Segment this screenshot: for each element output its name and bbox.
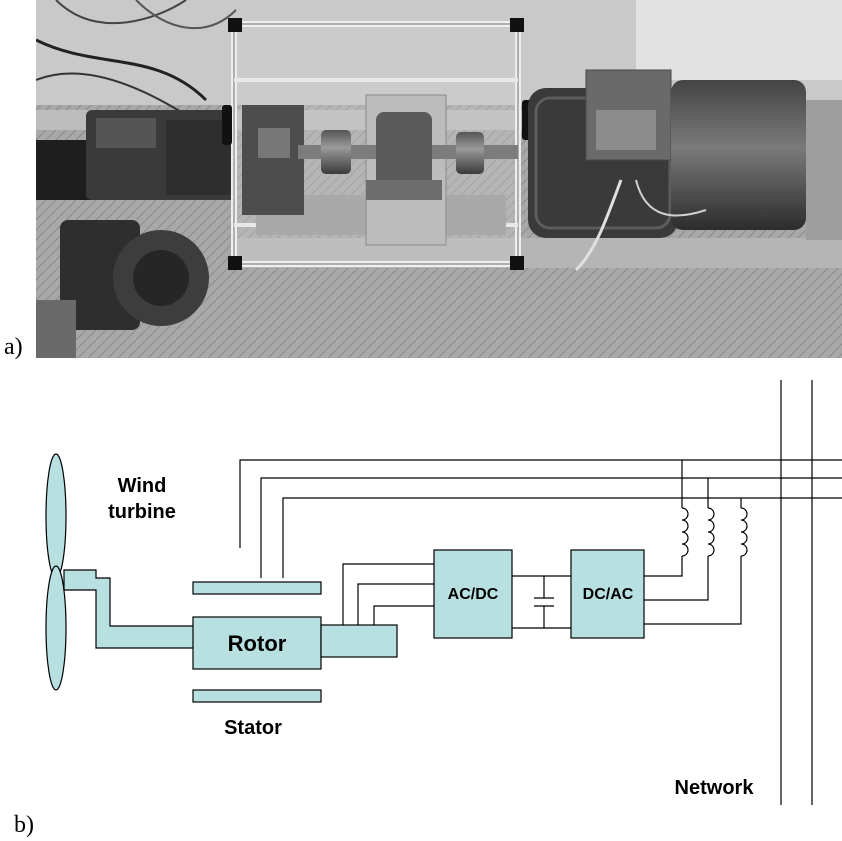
test-rig-photo [36,0,842,358]
panel-label-b: b) [14,812,34,838]
rotor-line-1 [342,563,434,625]
rotor-shaft [320,624,398,658]
drive-shaft [63,569,196,649]
stator-line-3 [282,497,842,578]
acdc-converter [433,549,513,639]
stator-bar-top [192,581,322,595]
dcac-converter [570,549,645,639]
stator-bar-bottom [192,689,322,703]
inductor-coil-2 [707,507,715,557]
stator-line-2 [260,477,842,578]
turbine-blade-top [45,453,67,579]
dcac-label: DC/AC [583,586,634,603]
rotor-block [192,616,322,670]
rotor-line-3 [373,605,434,625]
inductor-coil-1 [681,507,689,557]
rotor-label: Rotor [228,631,287,656]
wind-turbine-label-line1: Wind [118,475,167,497]
stator-line-1 [239,459,842,548]
network-label: Network [675,777,755,799]
turbine-blade-bottom [45,565,67,691]
wind-turbine-label-line2: turbine [108,501,176,523]
stator-label: Stator [224,717,282,739]
dfig-schematic: Wind turbine Rotor Stator AC/DC DC/AC Ne… [45,380,842,805]
inductor-coil-3 [740,507,748,557]
panel-label-a: a) [4,334,23,360]
rotor-line-2 [357,583,434,625]
acdc-label: AC/DC [448,586,499,603]
